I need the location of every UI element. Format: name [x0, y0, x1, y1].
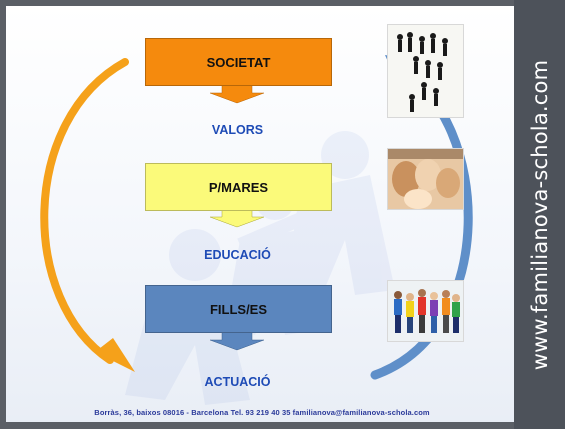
down-arrow-orange — [209, 83, 265, 104]
societat-box: SOCIETAT — [145, 38, 332, 86]
orange-curved-arrow — [40, 58, 129, 364]
footer-contact: Borràs, 36, baixos 08016 - Barcelona Tel… — [94, 408, 430, 417]
website-url: www.familianova-schola.com — [527, 59, 552, 370]
crowd-image — [397, 32, 448, 112]
orange-arrowhead — [95, 338, 135, 372]
fills-label: FILLS/ES — [209, 301, 268, 317]
societat-label: SOCIETAT — [206, 54, 271, 70]
pmares-box: P/MARES — [145, 163, 332, 211]
children-image — [388, 281, 463, 341]
actuacio-label: ACTUACIÓ — [204, 375, 271, 389]
fills-box: FILLS/ES — [145, 285, 332, 333]
valors-label: VALORS — [211, 123, 264, 137]
educacio-label: EDUCACIÓ — [204, 248, 271, 262]
family-photo — [387, 148, 464, 210]
website-sidebar: www.familianova-schola.com — [514, 0, 565, 429]
children-photo — [387, 280, 464, 342]
crowd-photo — [387, 24, 464, 118]
family-image — [388, 149, 463, 209]
pmares-label: P/MARES — [208, 179, 269, 195]
down-arrow-yellow — [209, 208, 265, 228]
